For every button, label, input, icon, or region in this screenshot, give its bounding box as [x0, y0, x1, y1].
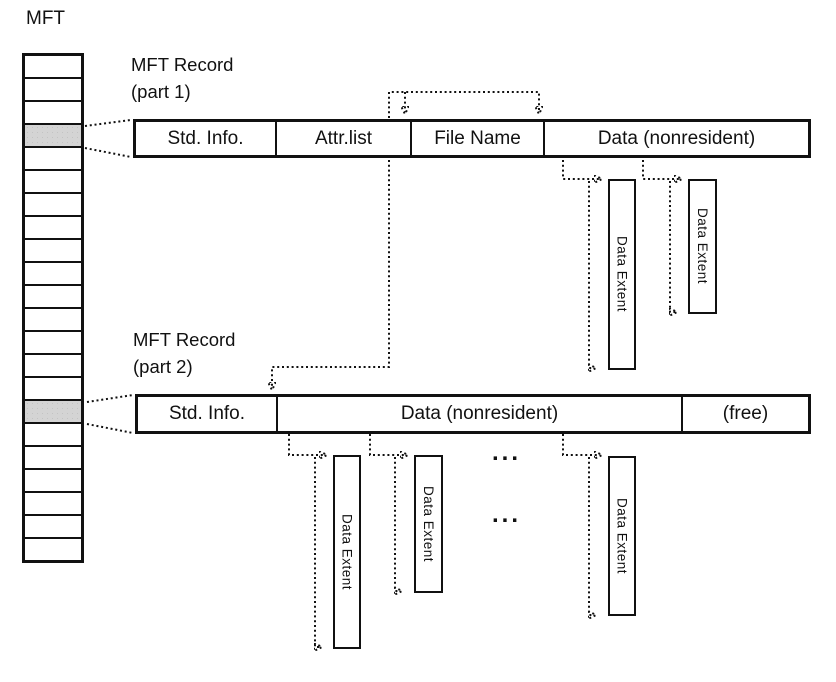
attr-data-nonresident-1: Data (nonresident)	[543, 122, 808, 155]
record-part1-label-line2: (part 1)	[131, 81, 191, 102]
mft-table-title: MFT	[26, 8, 66, 29]
fan-cell16-to-record2-top	[86, 394, 134, 403]
fan-cell4-to-record1-top	[84, 119, 132, 127]
data-extent-label: Data Extent	[614, 236, 630, 313]
arrow-r2-data-to-extent4-bottom	[395, 457, 400, 591]
record-part2-label: MFT Record (part 2)	[133, 326, 235, 380]
record-part2-label-line1: MFT Record	[133, 329, 236, 350]
ellipsis-lower: ...	[492, 501, 522, 528]
mft-record-part2: Std. Info. Data (nonresident) (free)	[135, 394, 811, 434]
data-extent-box-4: Data Extent	[414, 455, 443, 593]
data-extent-box-2: Data Extent	[688, 179, 717, 314]
fan-cell16-to-record2-bottom	[86, 423, 134, 434]
mft-cell	[25, 238, 81, 261]
record-part1-label-line1: MFT Record	[131, 54, 234, 75]
mft-cell	[25, 284, 81, 307]
data-extent-label: Data Extent	[614, 497, 630, 575]
arrow-r2-data-to-extent4-top	[369, 434, 406, 455]
data-extent-box-3: Data Extent	[333, 455, 361, 649]
attr-file-name: File Name	[410, 122, 543, 155]
fan-cell4-to-record1-bottom	[84, 147, 132, 158]
mft-cell	[25, 215, 81, 238]
mft-cell	[25, 491, 81, 514]
attr-std-info: Std. Info.	[167, 127, 244, 149]
mft-cell	[25, 353, 81, 376]
attr-data-nonresident-2: Data (nonresident)	[276, 397, 681, 431]
arrow-attrlist-to-record-part2	[272, 160, 390, 388]
mft-cell	[25, 468, 81, 491]
mft-cell	[25, 445, 81, 468]
attr-attr-list: Attr.list	[275, 122, 410, 155]
mft-cell	[25, 330, 81, 353]
mft-cell	[25, 146, 81, 169]
arrow-r2-data-to-extent5-top	[562, 434, 600, 455]
mft-cell	[25, 537, 81, 560]
arrow-r1-data-to-extent1-bottom	[589, 181, 594, 368]
attr-free: (free)	[681, 397, 808, 431]
arrow-r1-data-to-extent2-top	[642, 160, 680, 179]
data-extent-label: Data Extent	[339, 513, 355, 591]
mft-cell	[25, 261, 81, 284]
mft-cell-highlighted	[25, 399, 81, 422]
mft-cell-highlighted	[25, 123, 81, 146]
mft-table	[22, 53, 84, 563]
arrow-r2-data-to-extent5-bottom	[589, 457, 594, 615]
mft-cell	[25, 376, 81, 399]
mft-cell	[25, 169, 81, 192]
record-part2-label-line2: (part 2)	[133, 356, 193, 377]
data-extent-box-5: Data Extent	[608, 456, 636, 616]
arrow-r1-data-to-extent2-bottom	[670, 181, 675, 312]
arrow-r2-data-to-extent3-bottom	[315, 457, 320, 647]
arrow-attrlist-to-data-attr	[388, 91, 539, 118]
data-extent-label: Data Extent	[421, 485, 436, 563]
attr-std-info-2: Std. Info.	[168, 403, 246, 424]
mft-cell	[25, 514, 81, 537]
mft-cell	[25, 422, 81, 445]
ellipsis-upper: ...	[492, 439, 522, 466]
data-extent-label: Data Extent	[695, 208, 710, 285]
record-part1-label: MFT Record (part 1)	[131, 51, 233, 105]
arrow-r1-data-to-extent1-top	[562, 160, 600, 179]
mft-cell	[25, 56, 81, 77]
mft-cell	[25, 307, 81, 330]
mft-cell	[25, 192, 81, 215]
mft-cell	[25, 77, 81, 100]
arrow-r2-data-to-extent3-top	[288, 434, 325, 455]
mft-record-part1: Std. Info. Attr.list File Name Data (non…	[133, 119, 811, 158]
mft-cell	[25, 100, 81, 123]
data-extent-box-1: Data Extent	[608, 179, 636, 370]
